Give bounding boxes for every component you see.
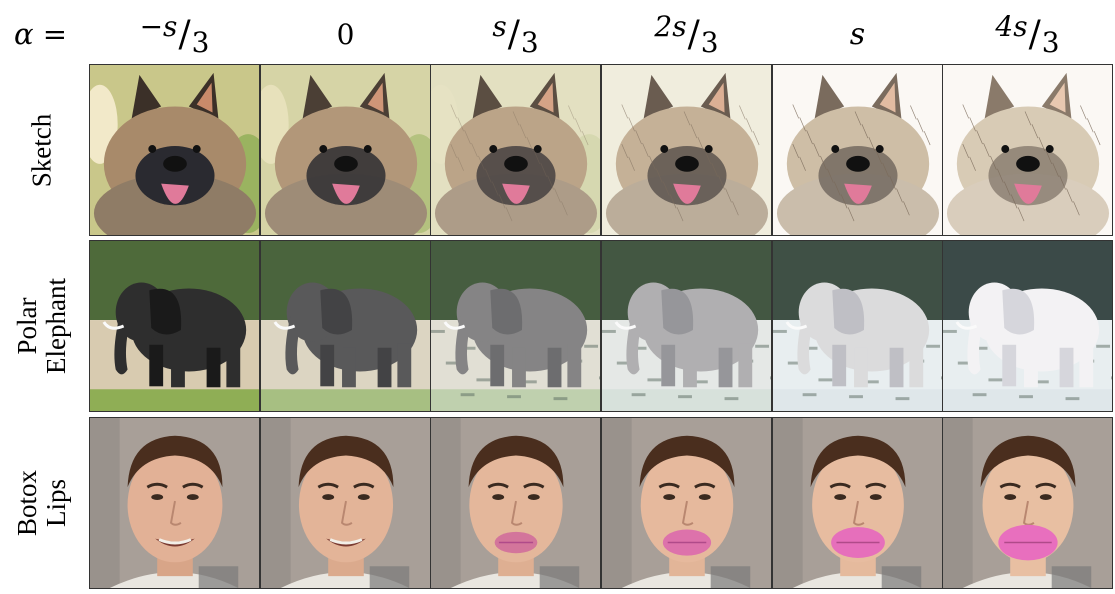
column-header-2: 0	[260, 6, 431, 62]
column-value: 0	[336, 17, 355, 51]
face-image-col-5	[772, 417, 943, 589]
row-label-dog: Sketch	[0, 64, 84, 236]
face-image-col-1	[89, 417, 260, 589]
face-illustration	[773, 418, 942, 588]
fraction-slash: /	[1028, 14, 1041, 55]
elephant-illustration	[602, 241, 771, 411]
row-label-text: Sketch	[26, 113, 57, 187]
column-header-1: −s/3	[89, 6, 260, 62]
fraction-slash: /	[178, 14, 191, 55]
elephant-image-col-1	[89, 240, 260, 412]
row-label-line: Sketch	[26, 113, 57, 187]
fraction-denominator: 3	[191, 26, 210, 59]
elephant-image-col-6	[942, 240, 1113, 412]
fraction-numerator: 2s	[654, 10, 687, 43]
face-illustration	[602, 418, 771, 588]
face-illustration	[261, 418, 430, 588]
dog-image-col-2	[260, 64, 431, 236]
fraction-numerator: 4s	[995, 10, 1028, 43]
column-header-6: 4s/3	[942, 6, 1113, 62]
row-label-line: Polar	[12, 297, 42, 355]
elephant-illustration	[943, 241, 1112, 411]
elephant-image-col-4	[601, 240, 772, 412]
fraction-slash: /	[507, 14, 520, 55]
dog-image-col-1	[89, 64, 260, 236]
face-image-col-6	[942, 417, 1113, 589]
dog-image-col-6	[942, 64, 1113, 236]
elephant-illustration	[261, 241, 430, 411]
column-header-5: s	[772, 6, 943, 62]
alpha-label: α =	[14, 17, 68, 51]
column-value: s	[849, 16, 866, 52]
elephant-image-col-2	[260, 240, 431, 412]
dog-illustration	[431, 65, 600, 235]
row-label-line: Botox	[11, 469, 42, 537]
elephant-illustration	[431, 241, 600, 411]
fraction-numerator: s	[492, 10, 507, 43]
row-label-line: Lips	[40, 478, 71, 528]
elephant-image-col-3	[430, 240, 601, 412]
dog-illustration	[90, 65, 259, 235]
face-illustration	[90, 418, 259, 588]
face-image-col-3	[430, 417, 601, 589]
row-label-line: Elephant	[41, 278, 71, 374]
fraction-denominator: 3	[520, 26, 539, 59]
dog-image-col-5	[772, 64, 943, 236]
dog-illustration	[943, 65, 1112, 235]
elephant-illustration	[90, 241, 259, 411]
fraction-slash: /	[687, 14, 700, 55]
dog-image-col-4	[601, 64, 772, 236]
dog-illustration	[261, 65, 430, 235]
face-illustration	[431, 418, 600, 588]
elephant-illustration	[773, 241, 942, 411]
column-header-4: 2s/3	[601, 6, 772, 62]
fraction-denominator: 3	[700, 26, 719, 59]
dog-illustration	[602, 65, 771, 235]
face-illustration	[943, 418, 1112, 588]
dog-illustration	[773, 65, 942, 235]
fraction-numerator: −s	[139, 10, 178, 43]
face-image-col-2	[260, 417, 431, 589]
dog-image-col-3	[430, 64, 601, 236]
fraction-denominator: 3	[1041, 26, 1060, 59]
column-header-3: s/3	[430, 6, 601, 62]
elephant-image-col-5	[772, 240, 943, 412]
face-image-col-4	[601, 417, 772, 589]
